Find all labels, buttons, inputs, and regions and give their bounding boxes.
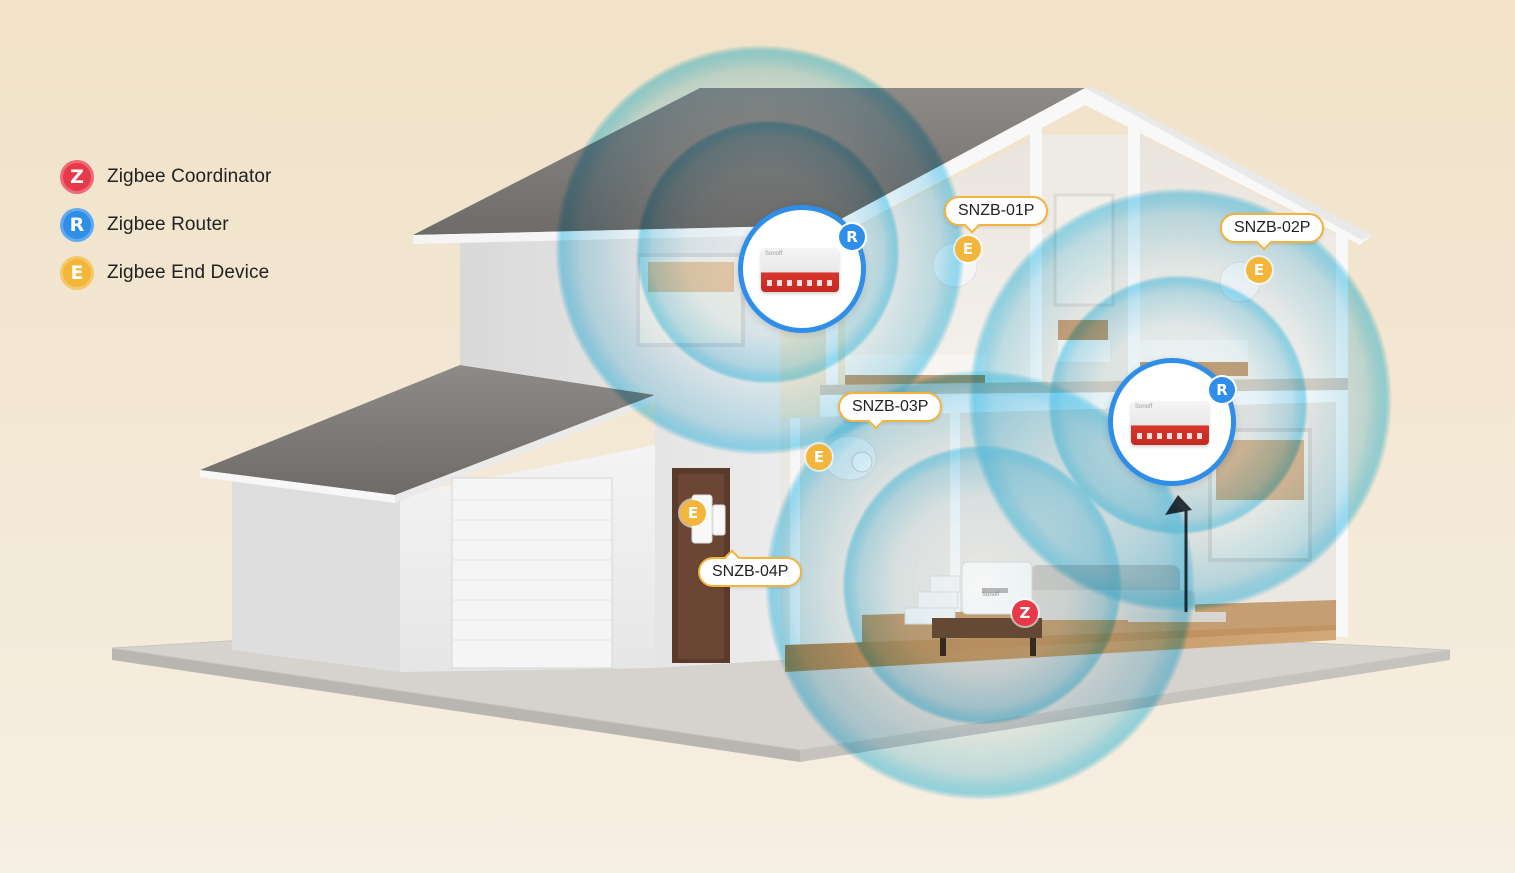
end-device-badge-icon: E (1246, 257, 1272, 283)
callout-label: SNZB-03P (852, 398, 929, 415)
router-badge-icon: R (839, 224, 865, 250)
router-badge-icon: R (1209, 377, 1235, 403)
end-device-badge-icon: E (806, 444, 832, 470)
callout-snzb-04p: SNZB-04P (698, 549, 803, 587)
callout-snzb-02p: SNZB-02P (1220, 213, 1325, 251)
end-device-badge-icon: E (955, 236, 981, 262)
callout-snzb-03p: SNZB-03P (838, 392, 943, 430)
legend-item-end-device: E Zigbee End Device (60, 256, 269, 290)
zigbee-end-device-icon: E (60, 256, 94, 290)
legend-label-coordinator: Zigbee Coordinator (107, 166, 272, 187)
router-terminals (1137, 433, 1203, 439)
zigbee-coordinator-icon: Z (60, 160, 94, 194)
end-device-badge-icon: E (680, 500, 706, 526)
callout-label: SNZB-04P (712, 563, 789, 580)
router-brand: Sonoff (1135, 404, 1153, 410)
coordinator-badge-icon: Z (1012, 600, 1038, 626)
callout-label: SNZB-01P (958, 202, 1035, 219)
hub-brand: Sonoff (982, 592, 1000, 598)
router-terminals (767, 280, 833, 286)
legend-item-router: R Zigbee Router (60, 208, 229, 242)
router-bubble-downstairs: Sonoff R (1108, 358, 1236, 486)
router-module: Sonoff (1131, 401, 1209, 445)
router-brand: Sonoff (765, 251, 783, 257)
legend-item-coordinator: Z Zigbee Coordinator (60, 160, 271, 194)
legend-label-end-device: Zigbee End Device (107, 262, 270, 283)
router-module: Sonoff (761, 248, 839, 292)
router-bubble-upstairs: Sonoff R (738, 205, 866, 333)
callout-label: SNZB-02P (1234, 219, 1311, 236)
zigbee-router-icon: R (60, 208, 94, 242)
garage (200, 365, 655, 672)
legend-label-router: Zigbee Router (107, 214, 229, 235)
callout-snzb-01p: SNZB-01P (944, 196, 1049, 234)
